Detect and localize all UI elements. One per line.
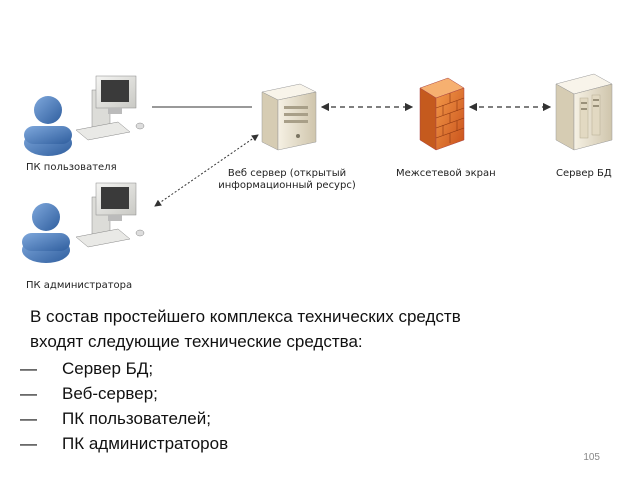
list-marker: — [20,359,37,378]
user-person-icon [24,96,72,156]
list-item-label: ПК пользователей; [62,409,211,428]
user-workstation-icon [24,75,145,156]
network-diagram: ПК пользователя ПК администратора Веб се… [22,73,613,291]
firewall-icon [419,77,465,151]
db-server-label: Сервер БД [556,168,612,179]
intro-line-1: В состав простейшего комплекса техническ… [30,307,461,326]
user-computer-icon [75,75,145,141]
web-server-label: Веб сервер (открытый информационный ресу… [212,168,362,192]
server-icon [261,83,317,151]
pc-admin-label: ПК администратора [26,280,133,291]
web-server-label-line1: Веб сервер (открытый [227,168,347,179]
page-number: 105 [583,452,600,463]
link-admin-to-webserver [154,134,259,207]
list-item: — Веб-сервер; [20,381,228,406]
list-marker: — [20,409,37,428]
database-server-icon [555,73,613,151]
list-item-label: ПК администраторов [62,434,229,453]
admin-computer-icon [75,182,145,248]
list-item-label: Веб-сервер; [62,384,158,403]
firewall-label: Межсетевой экран [396,168,496,179]
diagram-canvas [22,73,613,263]
intro-text: В состав простейшего комплекса техническ… [30,304,590,354]
pc-user-label: ПК пользователя [26,162,117,173]
list-item-label: Сервер БД; [62,359,154,378]
list-item: — Сервер БД; [20,356,228,381]
list-item: — ПК администраторов [20,431,228,456]
intro-line-2: входят следующие технические средства: [30,332,363,351]
web-server-label-line2: информационный ресурс) [218,180,356,191]
list-marker: — [20,434,37,453]
equipment-list: — Сервер БД; — Веб-сервер; — ПК пользовател… [20,356,228,456]
admin-person-icon [22,203,70,263]
admin-workstation-icon [22,182,145,263]
list-item: — ПК пользователей; [20,406,228,431]
list-marker: — [20,384,37,403]
